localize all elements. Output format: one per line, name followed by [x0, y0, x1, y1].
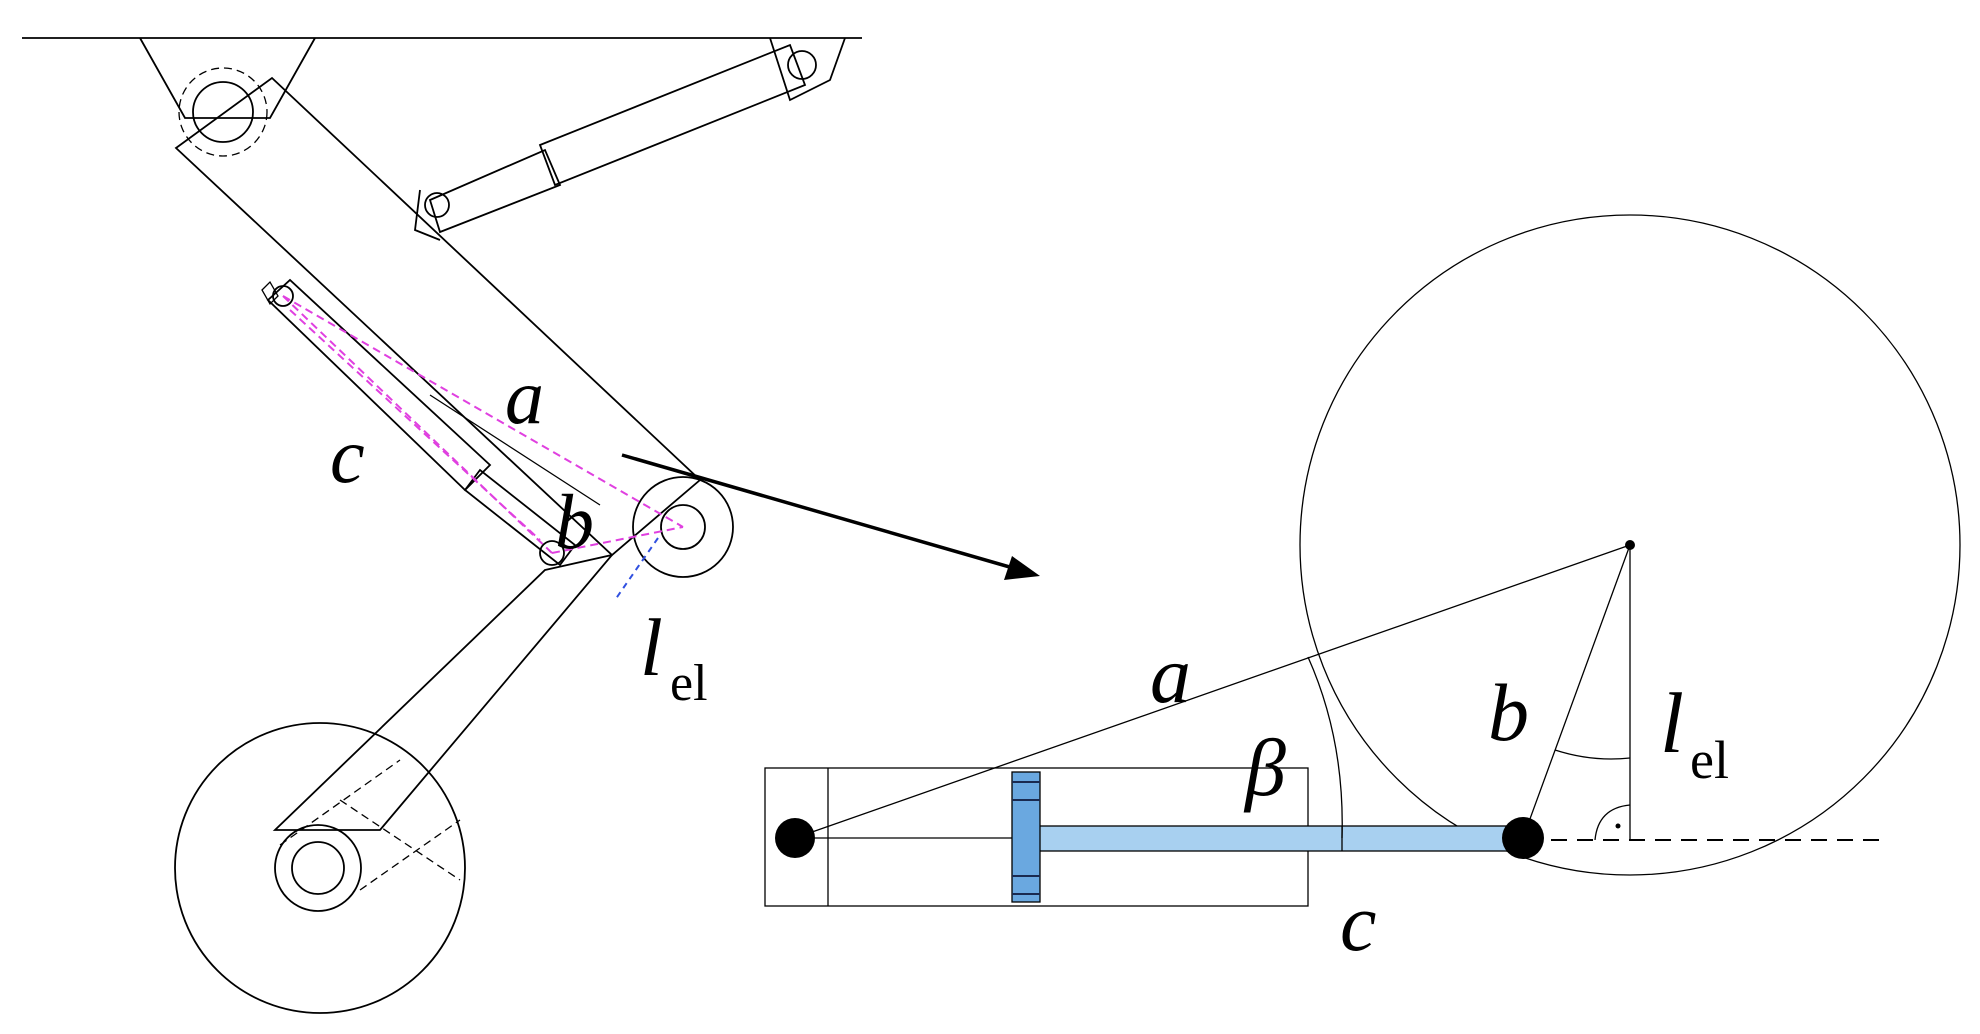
shock-upper-pivot — [272, 285, 294, 307]
arrow-shaft — [621, 453, 1021, 572]
wheel — [174, 722, 466, 1014]
dashed-line-a — [282, 295, 684, 528]
beta-angle-arc — [1307, 656, 1343, 839]
right-label-beta: β — [1243, 722, 1286, 813]
line-a — [794, 544, 1631, 839]
knee-pivot-outer — [632, 476, 734, 578]
knee-pivot — [660, 504, 706, 550]
retraction-rod — [428, 148, 562, 234]
geometry-schematic: a β b l el c — [764, 214, 1961, 968]
axle-dashed-1 — [279, 759, 401, 846]
retraction-cylinder — [538, 43, 807, 187]
right-label-c: c — [1340, 877, 1376, 968]
rod-end-pivot — [1502, 817, 1544, 859]
geometry-dashed-lel — [614, 537, 659, 601]
piston-stripes — [1012, 781, 1040, 895]
retraction-pivot-bottom — [424, 192, 450, 218]
torque-arm — [272, 553, 615, 831]
b-lel-angle-arc — [1554, 749, 1631, 760]
right-label-a: a — [1150, 629, 1191, 720]
line-b — [1522, 544, 1631, 839]
upper-pivot-outer — [178, 67, 268, 157]
swept-circle — [1299, 214, 1961, 876]
shock-rod — [463, 468, 577, 567]
piston-rod — [1037, 825, 1524, 852]
upper-pivot — [192, 81, 254, 143]
dashed-line-b — [551, 526, 684, 554]
retraction-lug — [414, 189, 441, 241]
piston-head — [1011, 771, 1041, 903]
landing-gear-drawing: a c b l el — [22, 37, 862, 1014]
cylinder-pivot — [775, 818, 815, 858]
shock-cylinder — [266, 278, 492, 492]
dashed-line-lel — [614, 537, 659, 601]
dashed-line-c — [282, 295, 553, 554]
retraction-bracket — [769, 37, 846, 102]
left-label-a: a — [505, 353, 544, 440]
zoom-arrow — [621, 453, 1040, 580]
right-label-l-sub: el — [1690, 730, 1729, 790]
strut-center-line — [429, 394, 601, 506]
left-label-l: l — [640, 602, 663, 693]
left-label-c: c — [330, 412, 365, 499]
left-label-b: b — [555, 478, 594, 565]
upper-bracket — [139, 37, 316, 119]
right-angle-dot — [1615, 823, 1621, 829]
main-strut — [174, 76, 702, 557]
wheel-hub — [291, 841, 345, 895]
right-label-l: l — [1660, 675, 1684, 771]
dashed-line-c2 — [289, 309, 541, 541]
circle-center-point — [1625, 540, 1635, 550]
shock-cylinder-inner — [261, 280, 279, 306]
arrow-head — [1004, 556, 1040, 580]
torque-arm-dashed — [339, 799, 461, 881]
right-label-b: b — [1488, 667, 1529, 758]
left-label-l-sub: el — [670, 655, 708, 712]
shock-lower-pivot — [539, 540, 565, 566]
geometry-dashed-lines — [282, 295, 684, 554]
axle-dashed-2 — [359, 819, 461, 891]
right-angle-marker — [1594, 804, 1631, 841]
wheel-hub-outer — [274, 824, 362, 912]
